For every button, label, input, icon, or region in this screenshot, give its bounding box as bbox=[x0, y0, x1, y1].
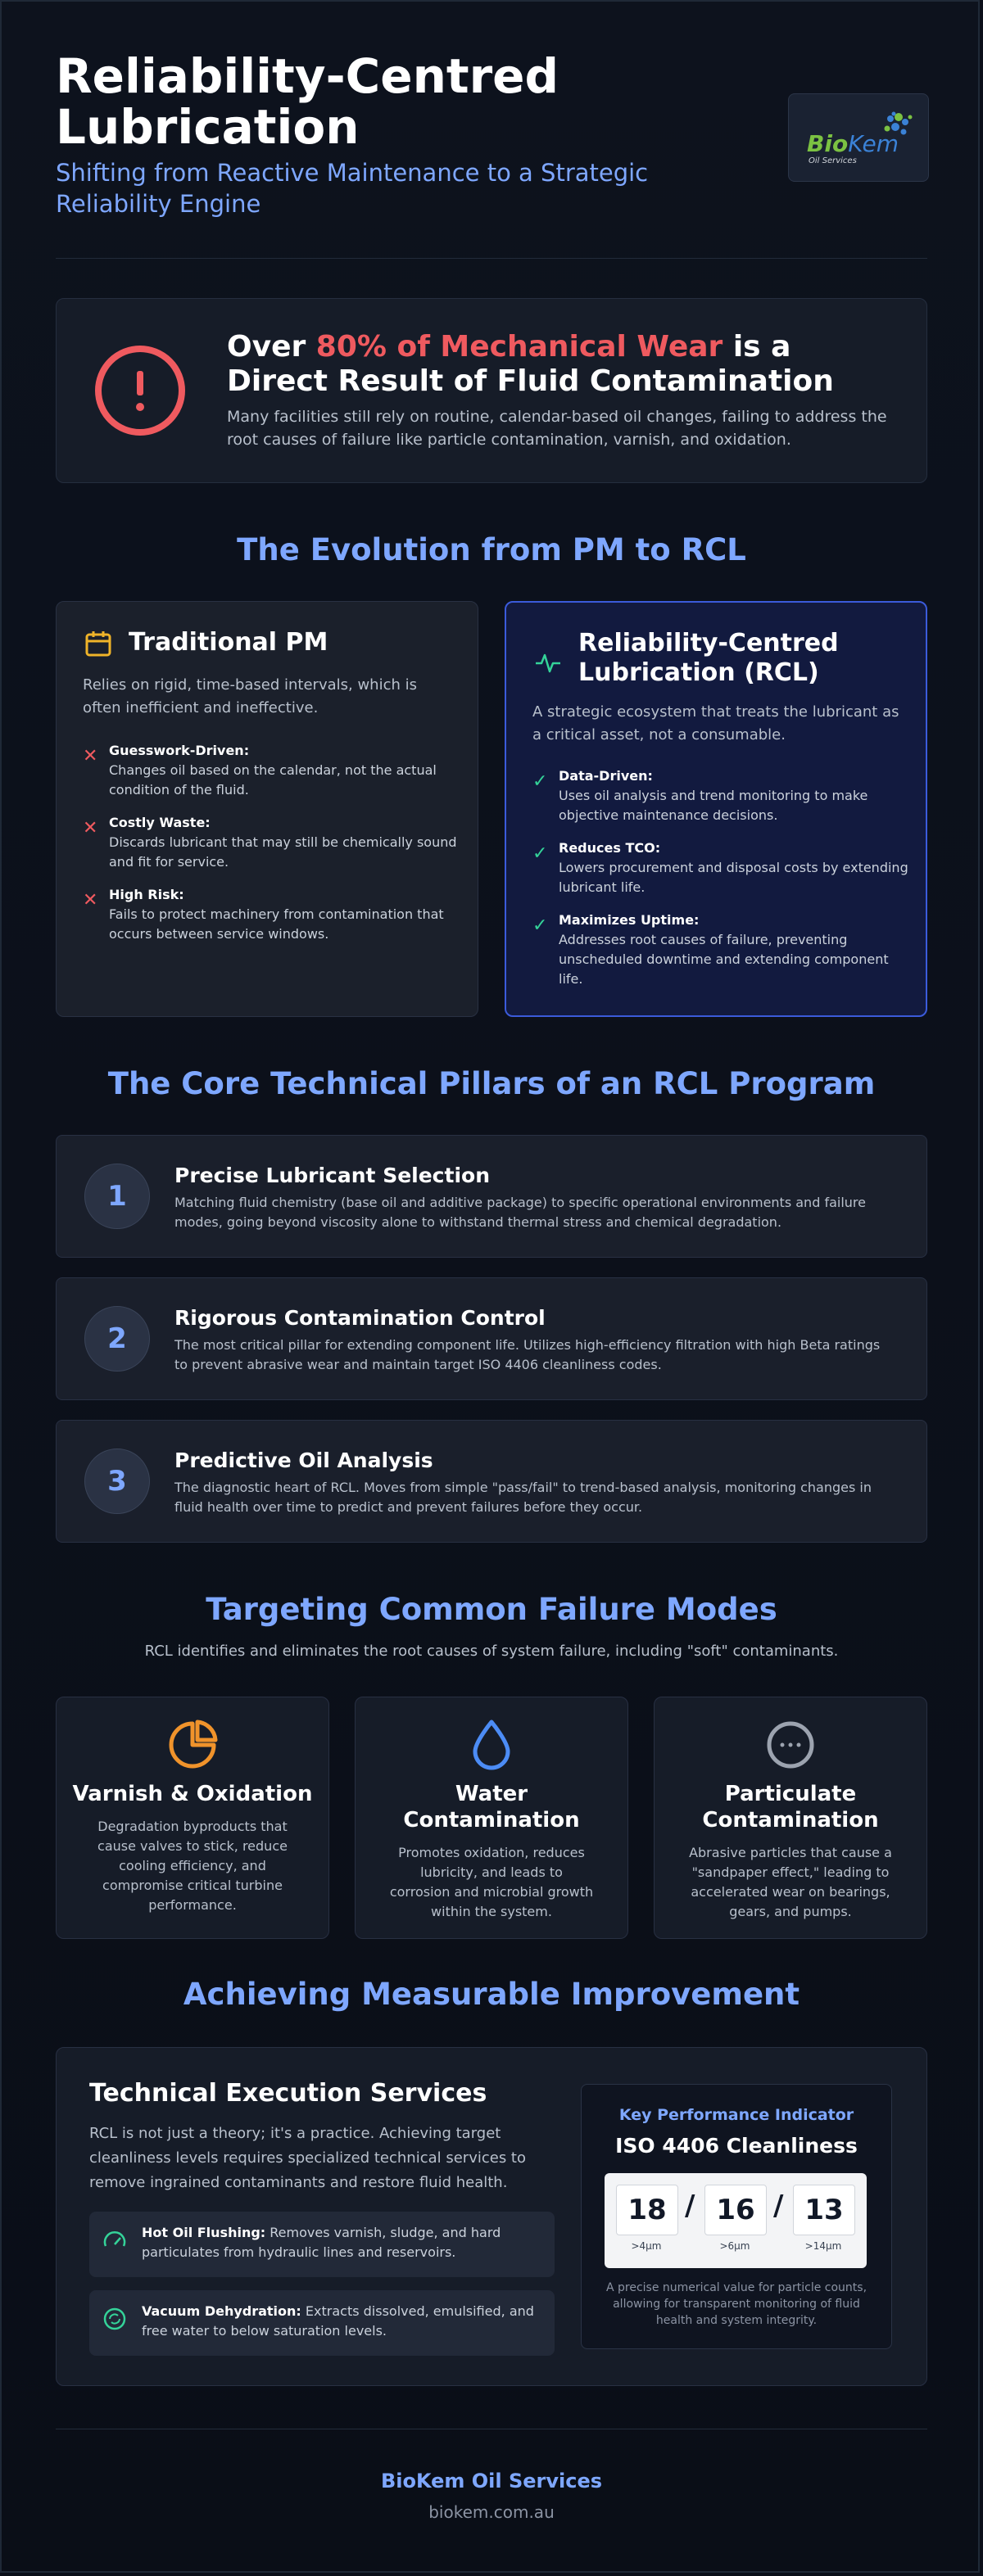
droplet-icon bbox=[473, 1720, 510, 1770]
alert-body: Many facilities still rely on routine, c… bbox=[227, 408, 887, 449]
iso-code: 18 bbox=[616, 2185, 678, 2235]
pm-title: Traditional PM bbox=[129, 628, 328, 657]
iso-size-label: >6μm bbox=[719, 2240, 750, 2252]
services-title: Technical Execution Services bbox=[89, 2079, 487, 2108]
check-icon: ✓ bbox=[532, 843, 548, 864]
iso-size-label: >4μm bbox=[631, 2240, 662, 2252]
pillar-desc: Matching fluid chemistry (base oil and a… bbox=[174, 1195, 866, 1230]
pillar-title: Predictive Oil Analysis bbox=[174, 1448, 433, 1472]
molecule-icon bbox=[884, 111, 913, 135]
failure-mode-card: Varnish & Oxidation Degradation byproduc… bbox=[56, 1697, 329, 1939]
pillars-title: The Core Technical Pillars of an RCL Pro… bbox=[107, 1066, 876, 1101]
rcl-title: Reliability-Centred Lubrication (RCL) bbox=[578, 629, 839, 687]
pillar-desc: The diagnostic heart of RCL. Moves from … bbox=[174, 1480, 872, 1515]
alert-highlight: 80% of Mechanical Wear bbox=[315, 330, 723, 364]
evolution-title: The Evolution from PM to RCL bbox=[237, 532, 746, 567]
failure-mode-desc: Promotes oxidation, reduces lubricity, a… bbox=[389, 1845, 594, 1919]
biokem-logo: BioKem Oil Services bbox=[788, 93, 929, 182]
pillar-card: 1 Precise Lubricant Selection Matching f… bbox=[56, 1135, 927, 1258]
failure-mode-card: Water Contamination Promotes oxidation, … bbox=[355, 1697, 628, 1939]
logo-tagline: Oil Services bbox=[809, 156, 857, 165]
failure-modes-lead: RCL identifies and eliminates the root c… bbox=[144, 1643, 839, 1660]
failure-mode-desc: Abrasive particles that cause a "sandpap… bbox=[689, 1845, 892, 1919]
iso-separator: / bbox=[685, 2190, 695, 2222]
kpi-card: Key Performance Indicator ISO 4406 Clean… bbox=[581, 2084, 892, 2349]
exclamation-circle-icon bbox=[95, 346, 185, 436]
iso-separator: / bbox=[773, 2190, 784, 2222]
header-divider bbox=[56, 258, 927, 259]
pillar-title: Precise Lubricant Selection bbox=[174, 1164, 490, 1187]
pillar-number: 3 bbox=[84, 1448, 150, 1514]
alert-heading: Over 80% of Mechanical Wear is a Direct … bbox=[227, 330, 834, 398]
x-icon: ✕ bbox=[83, 818, 98, 838]
traditional-pm-card: Traditional PM Relies on rigid, time-bas… bbox=[56, 601, 478, 1017]
pillar-desc: The most critical pillar for extending c… bbox=[174, 1337, 881, 1372]
pillar-card: 3 Predictive Oil Analysis The diagnostic… bbox=[56, 1420, 927, 1543]
x-icon: ✕ bbox=[83, 746, 98, 766]
failure-mode-desc: Degradation byproducts that cause valves… bbox=[97, 1819, 288, 1913]
iso-code: 16 bbox=[704, 2185, 767, 2235]
kpi-label: Key Performance Indicator bbox=[618, 2106, 854, 2124]
pillar-card: 2 Rigorous Contamination Control The mos… bbox=[56, 1277, 927, 1400]
iso-size-label: >14μm bbox=[804, 2240, 842, 2252]
iso-code-display: 18 / 16 / 13 >4μm >6μm >14μm bbox=[605, 2173, 867, 2268]
failure-mode-card: Particulate Contamination Abrasive parti… bbox=[654, 1697, 927, 1939]
service-item: Hot Oil Flushing: Removes varnish, sludg… bbox=[89, 2212, 555, 2277]
iso-code: 13 bbox=[793, 2185, 855, 2235]
service-item: Vacuum Dehydration: Extracts dissolved, … bbox=[89, 2290, 555, 2356]
pm-intro: Relies on rigid, time-based intervals, w… bbox=[83, 676, 417, 716]
contamination-alert: Over 80% of Mechanical Wear is a Direct … bbox=[56, 298, 927, 483]
pie-chart-icon bbox=[169, 1720, 218, 1769]
pillar-number: 2 bbox=[84, 1306, 150, 1372]
failure-modes-title: Targeting Common Failure Modes bbox=[206, 1592, 777, 1627]
logo-wordmark: BioKem bbox=[807, 130, 899, 157]
pillar-title: Rigorous Contamination Control bbox=[174, 1306, 546, 1330]
rcl-card: Reliability-Centred Lubrication (RCL) A … bbox=[505, 601, 927, 1017]
calendar-icon bbox=[85, 631, 111, 657]
page-subtitle: Shifting from Reactive Maintenance to a … bbox=[56, 159, 649, 218]
page-title: Reliability-Centred Lubrication bbox=[56, 48, 559, 155]
check-icon: ✓ bbox=[532, 771, 548, 792]
kpi-value: ISO 4406 Cleanliness bbox=[615, 2134, 858, 2158]
rcl-intro: A strategic ecosystem that treats the lu… bbox=[532, 703, 899, 743]
gauge-icon bbox=[103, 2231, 126, 2247]
pulse-icon bbox=[536, 653, 560, 673]
dots-circle-icon bbox=[767, 1721, 814, 1769]
recycle-icon bbox=[103, 2307, 126, 2330]
improvement-title: Achieving Measurable Improvement bbox=[183, 1977, 800, 2012]
footer-company: BioKem Oil Services bbox=[380, 2470, 603, 2492]
failure-mode-title: Particulate Contamination bbox=[702, 1782, 879, 1833]
check-icon: ✓ bbox=[532, 915, 548, 936]
pillar-number: 1 bbox=[84, 1164, 150, 1229]
kpi-note: A precise numerical value for particle c… bbox=[605, 2281, 867, 2327]
x-icon: ✕ bbox=[83, 890, 98, 911]
services-intro: RCL is not just a theory; it's a practic… bbox=[89, 2125, 526, 2191]
failure-mode-title: Varnish & Oxidation bbox=[72, 1782, 313, 1806]
footer-url[interactable]: biokem.com.au bbox=[428, 2502, 555, 2522]
failure-mode-title: Water Contamination bbox=[403, 1782, 580, 1833]
execution-services-panel: Technical Execution Services RCL is not … bbox=[56, 2047, 927, 2386]
